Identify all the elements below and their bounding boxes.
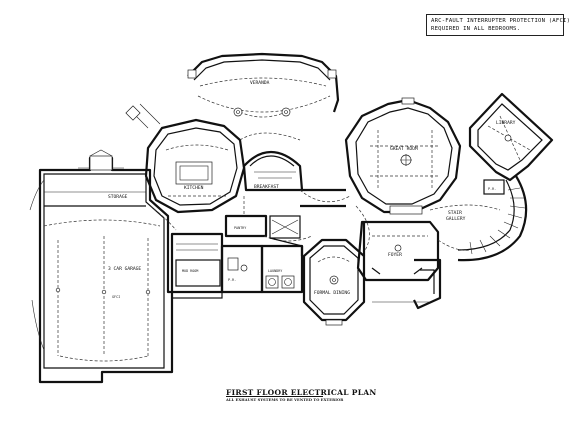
veranda-area <box>187 52 340 118</box>
afci-note: ARC-FAULT INTERRUPTER PROTECTION (AFCI) … <box>426 14 570 36</box>
service-core <box>170 214 304 299</box>
foyer-area <box>356 220 440 282</box>
formal-dining-area <box>302 238 366 326</box>
mud-room-label: MUD ROOM <box>182 269 198 273</box>
storage-label: STORAGE <box>108 194 128 200</box>
foyer-label: FOYER <box>388 252 402 258</box>
breakfast-label: BREAKFAST <box>254 184 279 190</box>
formal-dining-label: FORMAL DINING <box>314 290 350 296</box>
library-label: LIBRARY <box>496 120 516 126</box>
garage-note-label: GFCI <box>112 295 120 299</box>
plan-subtitle: ALL EXHAUST SYSTEMS TO BE VENTED TO EXTE… <box>226 398 344 402</box>
gallery-label: GALLERY <box>446 216 466 222</box>
pwdr-label: P.R. <box>488 187 496 191</box>
kitchen-area <box>125 103 246 214</box>
title-underline <box>226 396 323 397</box>
circuit-wiring <box>149 132 471 256</box>
garage-wing <box>29 149 174 384</box>
pantry-label: PANTRY <box>234 226 246 230</box>
laundry-label: LAUNDRY <box>268 269 282 273</box>
breakfast-area <box>242 151 304 192</box>
great-room-area <box>344 97 462 215</box>
afci-note-line2: REQUIRED IN ALL BEDROOMS. <box>431 26 521 32</box>
garage-label: 3 CAR GARAGE <box>108 266 141 272</box>
great-room-label: GREAT ROOM <box>390 146 418 152</box>
library-area <box>468 92 554 182</box>
kitchen-label: KITCHEN <box>184 185 204 191</box>
entry-porch <box>372 258 442 310</box>
powder-room-east <box>483 179 505 195</box>
stair-label: STAIR <box>448 210 462 216</box>
veranda-label: VERANDA <box>250 80 270 86</box>
stair-gallery <box>429 175 528 262</box>
powder-room-label: P.R. <box>228 278 236 282</box>
plan-title: FIRST FLOOR ELECTRICAL PLAN <box>226 388 377 397</box>
afci-note-line1: ARC-FAULT INTERRUPTER PROTECTION (AFCI) <box>431 18 571 24</box>
